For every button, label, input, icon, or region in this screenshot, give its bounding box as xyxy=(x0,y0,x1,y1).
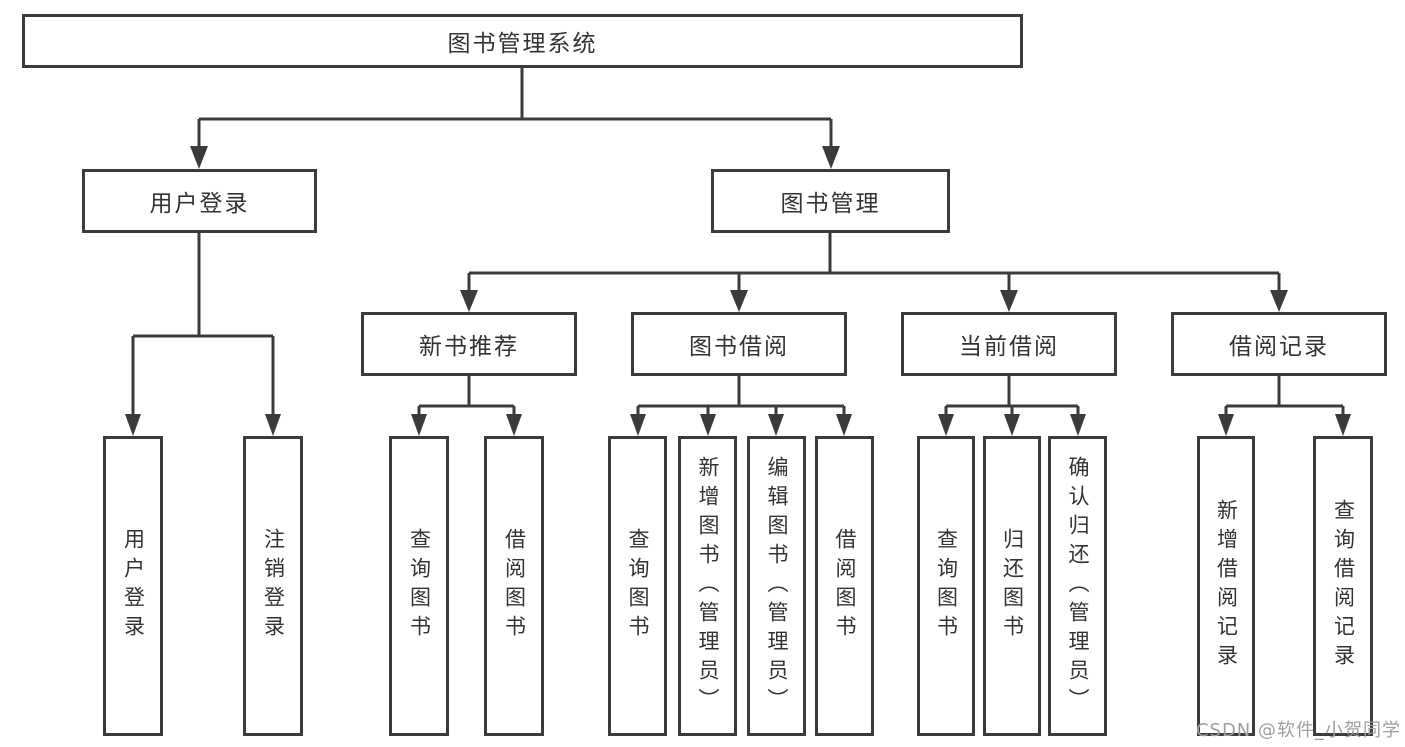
leaf-borrow-books: 借阅图书 xyxy=(815,436,874,736)
leaf-label: 新增借阅记录 xyxy=(1214,499,1239,673)
leaf-query-books-current: 查询图书 xyxy=(917,436,975,736)
csdn-watermark: CSDN @软件_小贺同学 xyxy=(1195,720,1401,741)
leaf-add-borrow-record: 新增借阅记录 xyxy=(1197,436,1255,736)
leaf-user-login: 用户登录 xyxy=(103,436,163,736)
leaf-label: 确认归还（管理员） xyxy=(1066,455,1090,717)
node-book-management: 图书管理 xyxy=(711,169,950,233)
leaf-label: 编辑图书（管理员） xyxy=(765,455,789,717)
node-borrowing-records: 借阅记录 xyxy=(1171,312,1387,376)
node-book-borrowing: 图书借阅 xyxy=(631,312,847,376)
leaf-query-books-recommend: 查询图书 xyxy=(389,436,449,736)
leaf-label: 查询图书 xyxy=(934,528,959,644)
node-root-system: 图书管理系统 xyxy=(22,14,1023,68)
leaf-label: 查询借阅记录 xyxy=(1331,499,1356,673)
leaf-label: 查询图书 xyxy=(407,528,432,644)
leaf-label: 归还图书 xyxy=(1000,528,1025,644)
leaf-borrow-books-recommend: 借阅图书 xyxy=(484,436,544,736)
leaf-label: 查询图书 xyxy=(626,528,650,644)
leaf-query-borrow-record: 查询借阅记录 xyxy=(1313,436,1373,736)
node-user-login: 用户登录 xyxy=(82,169,317,233)
leaf-label: 借阅图书 xyxy=(502,528,527,644)
leaf-label: 借阅图书 xyxy=(833,528,857,644)
node-new-book-recommend: 新书推荐 xyxy=(361,312,577,376)
leaf-label: 注销登录 xyxy=(261,528,286,644)
leaf-logout: 注销登录 xyxy=(243,436,303,736)
leaf-label: 用户登录 xyxy=(121,528,146,644)
leaf-edit-books-admin: 编辑图书（管理员） xyxy=(747,436,806,736)
leaf-label: 新增图书（管理员） xyxy=(696,455,720,717)
leaf-query-books-borrowing: 查询图书 xyxy=(608,436,667,736)
leaf-confirm-return-admin: 确认归还（管理员） xyxy=(1048,436,1107,736)
leaf-return-books: 归还图书 xyxy=(983,436,1041,736)
node-current-borrowing: 当前借阅 xyxy=(901,312,1117,376)
leaf-add-books-admin: 新增图书（管理员） xyxy=(678,436,737,736)
